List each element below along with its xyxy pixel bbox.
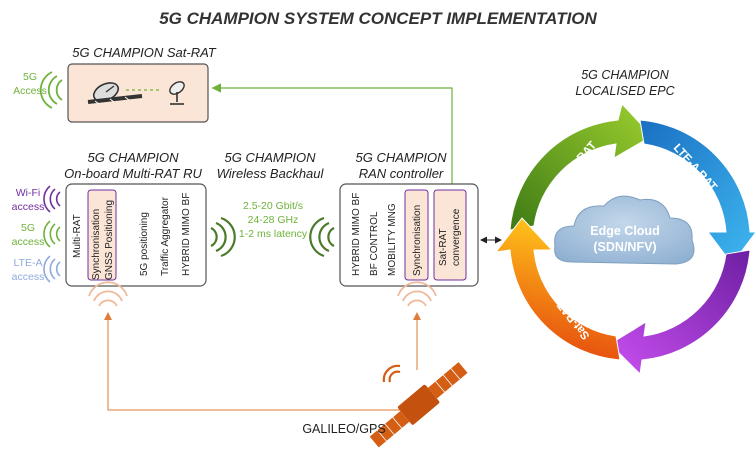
gnss-satellite-icon [369, 362, 468, 448]
epc-title-line1: 5G CHAMPION [581, 68, 669, 82]
ru-access-0-line1: Wi-Fi [16, 187, 41, 199]
ru-function-2: HYBRID MIMO BF [181, 193, 192, 276]
ran-backhaul-waves-icon [309, 216, 335, 258]
ru-sync-line2: GNSS Positioning [104, 200, 115, 280]
backhaul-title-line1: 5G CHAMPION [224, 150, 316, 165]
ground-antenna-icon [169, 81, 185, 105]
sat-5g-access-waves-icon [39, 71, 63, 109]
ru-function-0: 5G positioning [139, 212, 150, 276]
ru-wifi-waves-icon [43, 185, 61, 213]
gnss-distribution-line [104, 312, 409, 411]
sat-rat-box [67, 63, 209, 123]
ran-to-satrat-link [211, 83, 453, 184]
ran-satrat-line1: Sat-RAT [438, 228, 449, 266]
ran-satrat-box [433, 189, 467, 281]
backhaul-spec-0: 2.5-20 Gbit/s [243, 200, 303, 212]
ring-arrow-lte [639, 119, 756, 265]
ru-access-1-line2: access [12, 236, 45, 248]
ru-function-1: Traffic Aggregator [160, 196, 171, 276]
ran-title-line1: 5G CHAMPION [355, 150, 447, 165]
sat-access-label-5g: 5G [23, 71, 37, 83]
sat-access-label-access: Access [13, 85, 47, 97]
ran-function-0: HYBRID MIMO BF [351, 193, 362, 276]
ran-function-1: BF CONTROL [369, 211, 380, 276]
edge-cloud-line1: Edge Cloud [590, 224, 659, 238]
ran-gnss-waves-icon [397, 281, 437, 307]
sat-rat-title: 5G CHAMPION Sat-RAT [72, 45, 217, 60]
ring-arrow-wifi [609, 249, 751, 376]
ru-multi-rat: Multi-RAT [72, 214, 83, 258]
gnss-label: GALILEO/GPS [302, 422, 385, 436]
ran-sync: Synchronisation [412, 205, 423, 276]
diagram-title: 5G CHAMPION SYSTEM CONCEPT IMPLEMENTATIO… [159, 9, 597, 28]
ru-5g-waves-icon [43, 220, 61, 248]
ru-gnss-waves-icon [88, 281, 128, 307]
epc-ring [494, 102, 756, 376]
ru-title-line1: 5G CHAMPION [87, 150, 179, 165]
ran-sync-box [404, 189, 429, 281]
ran-title-line2: RAN controller [359, 166, 444, 181]
ring-arrow-mmwave [509, 102, 653, 231]
ru-sync-box [87, 189, 117, 281]
ru-sync-line1: Synchronisation [91, 209, 102, 280]
ru-access-1-line1: 5G [21, 222, 35, 234]
backhaul-spec-1: 24-28 GHz [248, 214, 299, 226]
ran-function-2: MOBILITY MNG [387, 203, 398, 276]
ru-backhaul-waves-icon [210, 216, 236, 258]
epc-title-line2: LOCALISED EPC [575, 84, 675, 98]
satellite-dish-icon [87, 82, 143, 105]
ru-access-2-line2: access [12, 271, 45, 283]
backhaul-title-line2: Wireless Backhaul [217, 166, 325, 181]
ru-access-2-line1: LTE-A [14, 257, 43, 269]
ru-lte-waves-icon [43, 255, 61, 283]
backhaul-spec-2: 1-2 ms latency [239, 228, 308, 240]
ran-satrat-line2: convergence [451, 208, 462, 266]
edge-cloud-line2: (SDN/NFV) [593, 240, 656, 254]
ring-arrow-sat [494, 217, 621, 361]
ru-access-0-line2: access [12, 201, 45, 213]
edge-cloud-icon [554, 195, 695, 265]
ru-title-line2: On-board Multi-RAT RU [64, 166, 202, 181]
